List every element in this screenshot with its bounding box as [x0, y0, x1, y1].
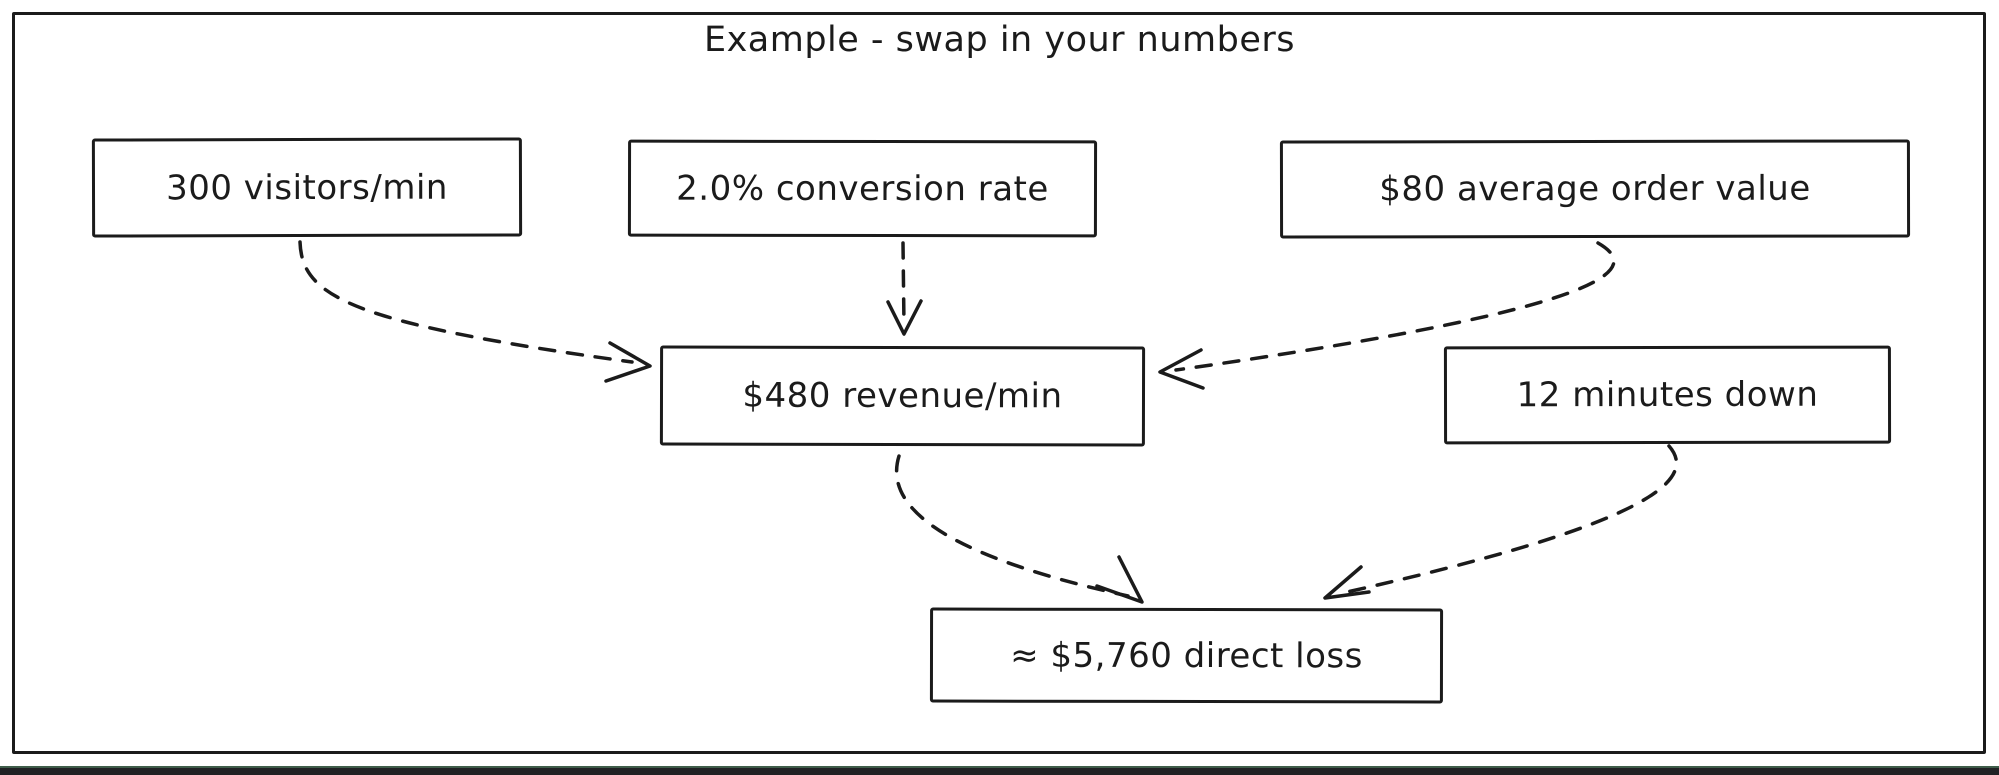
node-revenue-per-min: $480 revenue/min: [659, 345, 1146, 447]
node-minutes-down: 12 minutes down: [1443, 345, 1892, 445]
node-conversion-rate: 2.0% conversion rate: [627, 139, 1098, 238]
node-direct-loss-label: ≈ $5,760 direct loss: [1010, 635, 1363, 676]
node-direct-loss: ≈ $5,760 direct loss: [929, 607, 1444, 704]
node-average-order-value: $80 average order value: [1279, 139, 1911, 239]
diagram-title: Example - swap in your numbers: [703, 20, 1296, 60]
node-visitors: 300 visitors/min: [91, 137, 523, 238]
node-minutes-down-label: 12 minutes down: [1516, 374, 1819, 416]
node-visitors-label: 300 visitors/min: [166, 167, 448, 208]
bottom-edge-bar: [0, 766, 1999, 775]
node-average-order-value-label: $80 average order value: [1379, 168, 1811, 210]
diagram-border-frame: [12, 12, 1986, 754]
node-conversion-rate-label: 2.0% conversion rate: [676, 168, 1049, 209]
node-revenue-per-min-label: $480 revenue/min: [742, 375, 1063, 417]
